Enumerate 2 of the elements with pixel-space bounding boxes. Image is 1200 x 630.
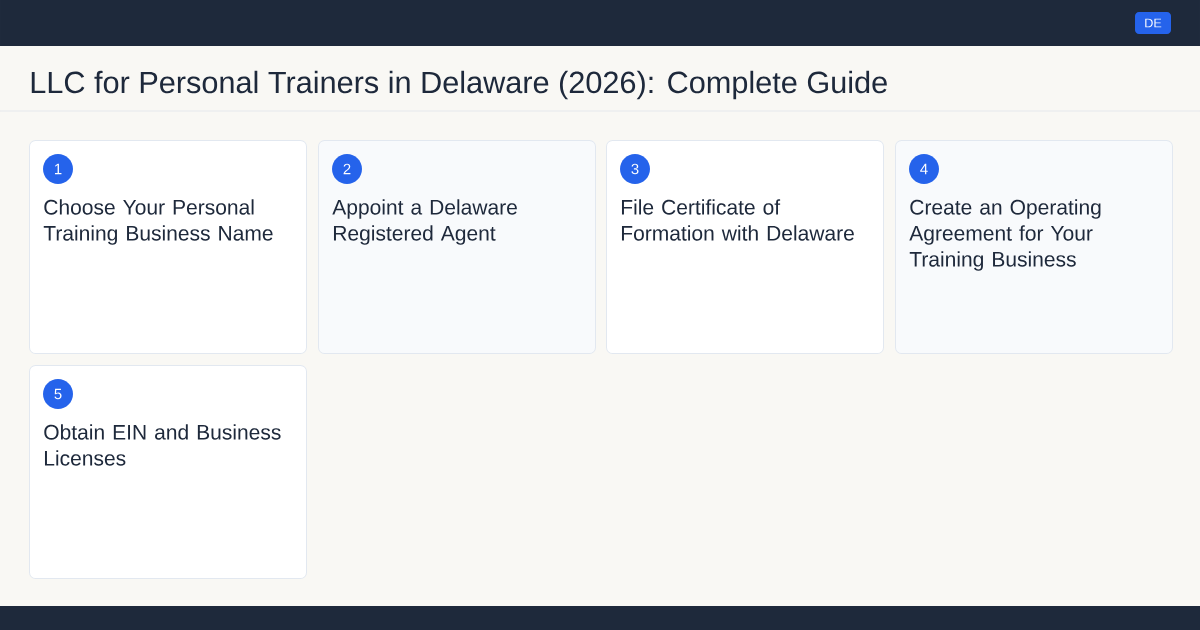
state-badge: DE — [1135, 12, 1171, 34]
page-title: LLC for Personal Trainers in Delaware (2026): Complete Guide — [31, 70, 887, 100]
